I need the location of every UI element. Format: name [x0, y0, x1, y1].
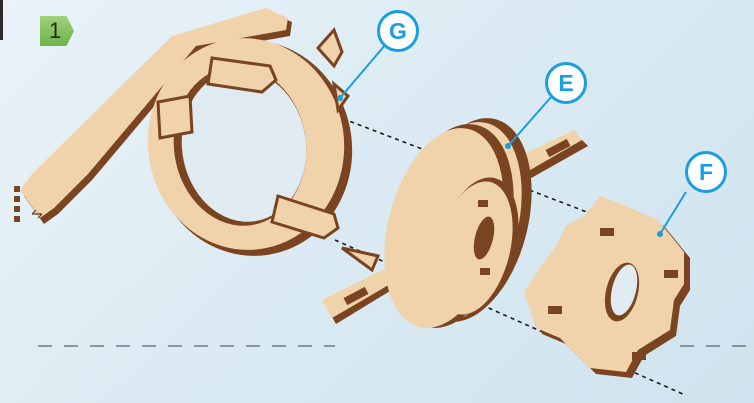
- gear-lever-part-g: [14, 8, 366, 269]
- callout-f: F: [685, 151, 727, 193]
- callout-g: G: [377, 10, 419, 52]
- callout-e-label: E: [558, 70, 573, 97]
- callout-f-label: F: [699, 159, 713, 186]
- callout-g-label: G: [389, 18, 407, 45]
- callout-e: E: [545, 62, 587, 104]
- lever-teeth: [14, 186, 20, 222]
- star-disc-part-f: [524, 196, 690, 378]
